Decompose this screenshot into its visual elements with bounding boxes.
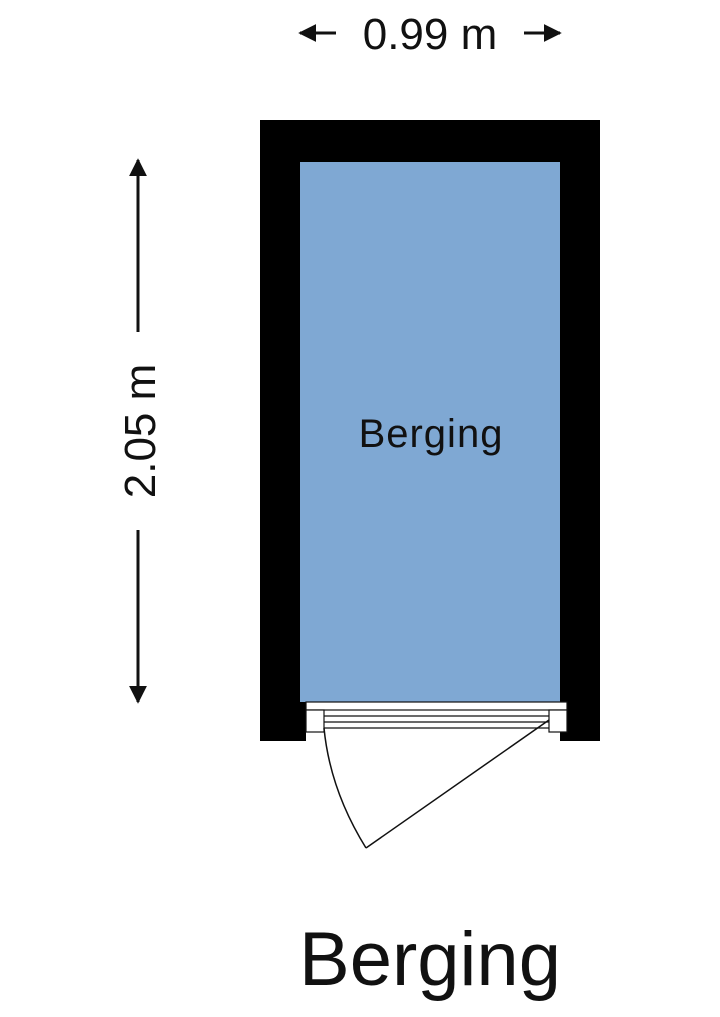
- width-dimension: 0.99 m: [298, 10, 562, 59]
- width-label: 0.99 m: [363, 10, 498, 59]
- wall-top: [260, 120, 600, 162]
- plan-title: Berging: [299, 917, 561, 1002]
- door-leaf: [365, 719, 550, 849]
- wall-right: [560, 120, 600, 741]
- door-frame-right: [548, 709, 568, 733]
- walls: [260, 120, 600, 741]
- door-swing-arc: [323, 727, 367, 849]
- height-label: 2.05 m: [116, 364, 165, 499]
- wall-left: [260, 120, 300, 741]
- wall-bottom-right: [567, 700, 600, 741]
- height-dimension: 2.05 m: [116, 158, 165, 704]
- door: [305, 701, 568, 849]
- room-floor: [300, 162, 560, 702]
- door-threshold: [305, 701, 568, 711]
- door-frame-left: [305, 709, 325, 733]
- wall-bottom-left: [260, 700, 306, 741]
- room-label: Berging: [359, 412, 504, 456]
